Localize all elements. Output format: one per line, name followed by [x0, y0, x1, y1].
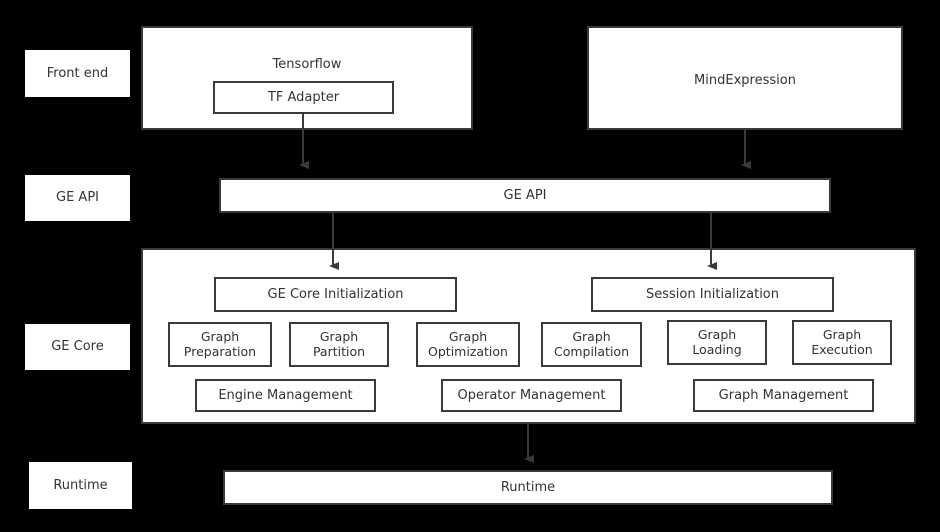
engine-management-box[interactable]: Engine Management [195, 379, 376, 412]
graph-execution-label-line2: Execution [811, 341, 873, 357]
graph-partition-box[interactable]: Graph Partition [289, 322, 389, 367]
graph-partition-label-line2: Partition [312, 343, 366, 359]
lane-label-ge-api: GE API [25, 175, 130, 221]
ge-core-initialization-label: GE Core Initialization [267, 286, 404, 302]
engine-management-label: Engine Management [218, 387, 353, 403]
tensorflow-container[interactable]: Tensorflow TF Adapter [141, 26, 473, 130]
lane-label-front-end: Front end [25, 50, 130, 97]
graph-compilation-box[interactable]: Graph Compilation [541, 322, 642, 367]
operator-management-label: Operator Management [457, 387, 606, 403]
ge-core-initialization-box[interactable]: GE Core Initialization [214, 277, 457, 312]
session-initialization-box[interactable]: Session Initialization [591, 277, 834, 312]
graph-loading-label-line2: Loading [692, 341, 742, 357]
tensorflow-title: Tensorflow [272, 57, 342, 72]
graph-loading-box[interactable]: Graph Loading [667, 320, 767, 365]
graph-loading-label-line1: Graph [697, 326, 737, 342]
lane-label-runtime: Runtime [29, 462, 132, 509]
graph-optimization-box[interactable]: Graph Optimization [416, 322, 520, 367]
runtime-bar-label: Runtime [500, 479, 556, 495]
ge-core-container[interactable]: GE Core Initialization Session Initializ… [141, 248, 916, 424]
tf-adapter-box[interactable]: TF Adapter [213, 81, 394, 114]
lane-label-ge-core-text: GE Core [51, 339, 104, 355]
graph-compilation-label-line2: Compilation [553, 343, 630, 359]
graph-execution-box[interactable]: Graph Execution [792, 320, 892, 365]
lane-label-ge-core: GE Core [25, 324, 130, 370]
graph-optimization-label-line1: Graph [448, 328, 488, 344]
graph-management-label: Graph Management [718, 387, 849, 403]
session-initialization-label: Session Initialization [645, 286, 779, 302]
tf-adapter-label: TF Adapter [267, 89, 340, 105]
operator-management-box[interactable]: Operator Management [441, 379, 622, 412]
mindexpression-container[interactable]: MindExpression [587, 26, 903, 130]
lane-label-runtime-text: Runtime [53, 477, 108, 493]
graph-execution-label-line1: Graph [822, 326, 862, 342]
graph-compilation-label-line1: Graph [572, 328, 611, 344]
graph-preparation-label-line1: Graph [200, 328, 240, 344]
runtime-bar[interactable]: Runtime [223, 470, 833, 505]
graph-preparation-label-line2: Preparation [183, 343, 257, 359]
mindexpression-title: MindExpression [694, 73, 796, 88]
graph-preparation-box[interactable]: Graph Preparation [168, 322, 272, 367]
lane-label-ge-api-text: GE API [56, 190, 99, 206]
lane-label-front-end-text: Front end [46, 65, 109, 81]
graph-partition-label-line1: Graph [319, 328, 359, 344]
graph-optimization-label-line2: Optimization [428, 343, 508, 359]
ge-api-bar-label: GE API [503, 187, 547, 203]
ge-api-bar[interactable]: GE API [219, 178, 831, 213]
graph-management-box[interactable]: Graph Management [693, 379, 874, 412]
